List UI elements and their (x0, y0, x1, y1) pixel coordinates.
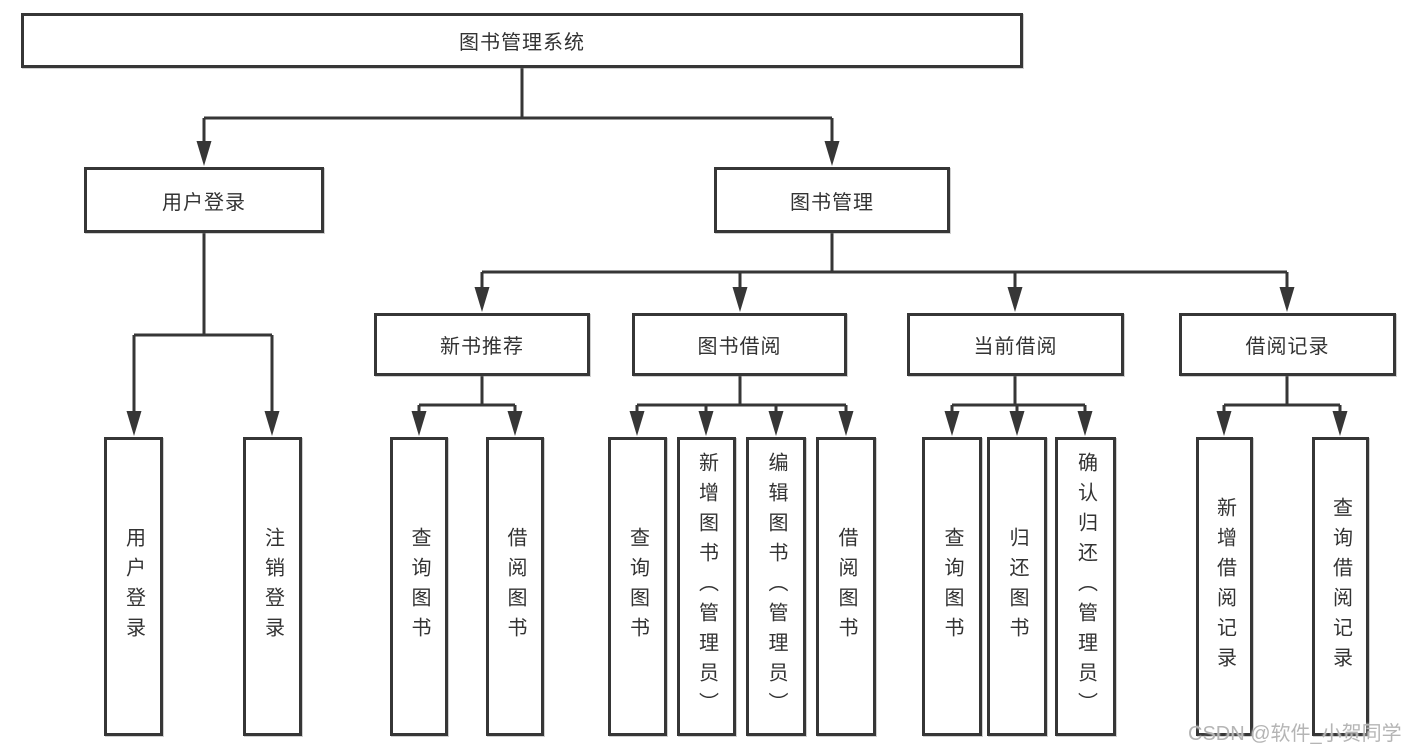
leaf-label: 归还图书 (1006, 526, 1028, 647)
node-label: 新书推荐 (440, 336, 524, 358)
leaf-label: 用户登录 (122, 526, 145, 647)
arrowhead-icon (944, 411, 1093, 436)
connector-line (950, 374, 1087, 414)
leaf-label: 借阅图书 (835, 526, 857, 647)
leaf-label: 编辑图书（管理员） (765, 451, 787, 722)
leaf-label: 借阅图书 (504, 526, 526, 647)
leaf-label: 新增图书（管理员） (695, 451, 718, 722)
arrowhead-icon (629, 411, 854, 436)
node-label: 用户登录 (162, 191, 246, 214)
connector-book-borrow-to-children (629, 374, 854, 436)
leaf-label: 查询图书 (941, 526, 963, 647)
watermark-text: CSDN @软件_小贺同学 (1188, 723, 1402, 745)
leaf-borrow-books: 借阅图书 (816, 437, 876, 736)
leaf-user-login: 用户登录 (104, 437, 163, 736)
arrowhead-icon (474, 287, 1295, 312)
node-root-system: 图书管理系统 (21, 13, 1023, 68)
leaf-logout: 注销登录 (243, 437, 302, 736)
leaf-label: 注销登录 (261, 526, 284, 647)
node-label: 当前借阅 (973, 336, 1058, 358)
connector-line (1222, 374, 1342, 414)
connector-line (417, 374, 517, 414)
node-new-book-recommend: 新书推荐 (374, 313, 590, 376)
node-borrow-records: 借阅记录 (1179, 313, 1396, 376)
node-label: 图书借阅 (697, 336, 782, 358)
leaf-query-borrow-record: 查询借阅记录 (1312, 437, 1369, 736)
leaf-label: 查询图书 (408, 526, 430, 647)
arrowhead-icon (126, 411, 280, 436)
leaf-borrow-books-recommend: 借阅图书 (486, 437, 544, 736)
leaf-label: 确认归还（管理员） (1074, 451, 1097, 722)
connector-line (132, 231, 274, 418)
leaf-confirm-return-admin: 确认归还（管理员） (1055, 437, 1116, 736)
leaf-return-book: 归还图书 (987, 437, 1047, 736)
leaf-label: 查询借阅记录 (1329, 496, 1352, 677)
leaf-query-books-recommend: 查询图书 (390, 437, 448, 736)
connector-line (480, 231, 1289, 291)
node-label: 图书管理 (790, 191, 874, 214)
arrowhead-icon (1216, 411, 1348, 436)
connector-root-to-level2 (196, 66, 840, 166)
node-book-management: 图书管理 (714, 167, 950, 233)
node-user-login: 用户登录 (84, 167, 324, 233)
connector-new-book-recommend-to-children (411, 374, 523, 436)
node-current-borrow: 当前借阅 (907, 313, 1124, 376)
connector-line (202, 66, 834, 146)
leaf-query-books-current: 查询图书 (922, 437, 982, 736)
arrowhead-icon (411, 411, 523, 436)
leaf-add-book-admin: 新增图书（管理员） (677, 437, 736, 736)
leaf-query-books-borrow: 查询图书 (608, 437, 667, 736)
arrowhead-icon (196, 141, 840, 166)
connector-current-borrow-to-children (944, 374, 1093, 436)
leaf-label: 查询图书 (626, 526, 649, 647)
leaf-edit-book-admin: 编辑图书（管理员） (746, 437, 806, 736)
node-book-borrow: 图书借阅 (632, 313, 847, 376)
node-label: 借阅记录 (1245, 336, 1330, 358)
node-label: 图书管理系统 (459, 32, 585, 54)
leaf-label: 新增借阅记录 (1213, 496, 1236, 677)
connector-book-management-to-children (474, 231, 1295, 312)
connector-user-login-to-children (126, 231, 280, 436)
connector-borrow-records-to-children (1216, 374, 1348, 436)
connector-line (635, 374, 848, 414)
leaf-add-borrow-record: 新增借阅记录 (1196, 437, 1253, 736)
